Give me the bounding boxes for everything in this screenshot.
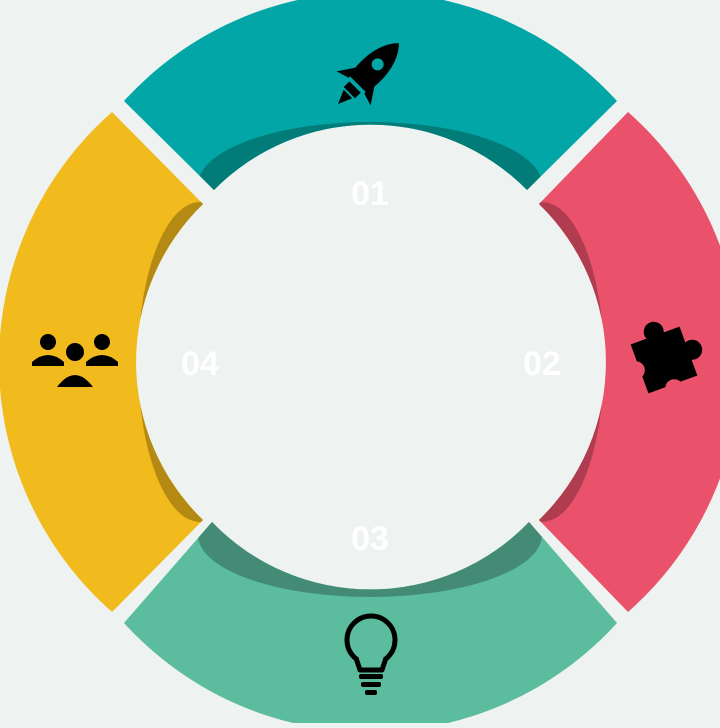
segment-01: 01 (124, 0, 617, 213)
segment-03: 03 (124, 520, 617, 728)
segment-03-number: 03 (351, 520, 389, 558)
segment-04-number: 04 (181, 345, 219, 383)
rocket-icon (336, 43, 399, 106)
segment-02-number: 02 (523, 345, 561, 383)
segment-01-number: 01 (351, 175, 389, 213)
lightbulb-icon (344, 613, 398, 695)
segment-02-outer-band (539, 112, 720, 612)
puzzle-icon (626, 321, 703, 398)
team-icon (32, 334, 118, 389)
